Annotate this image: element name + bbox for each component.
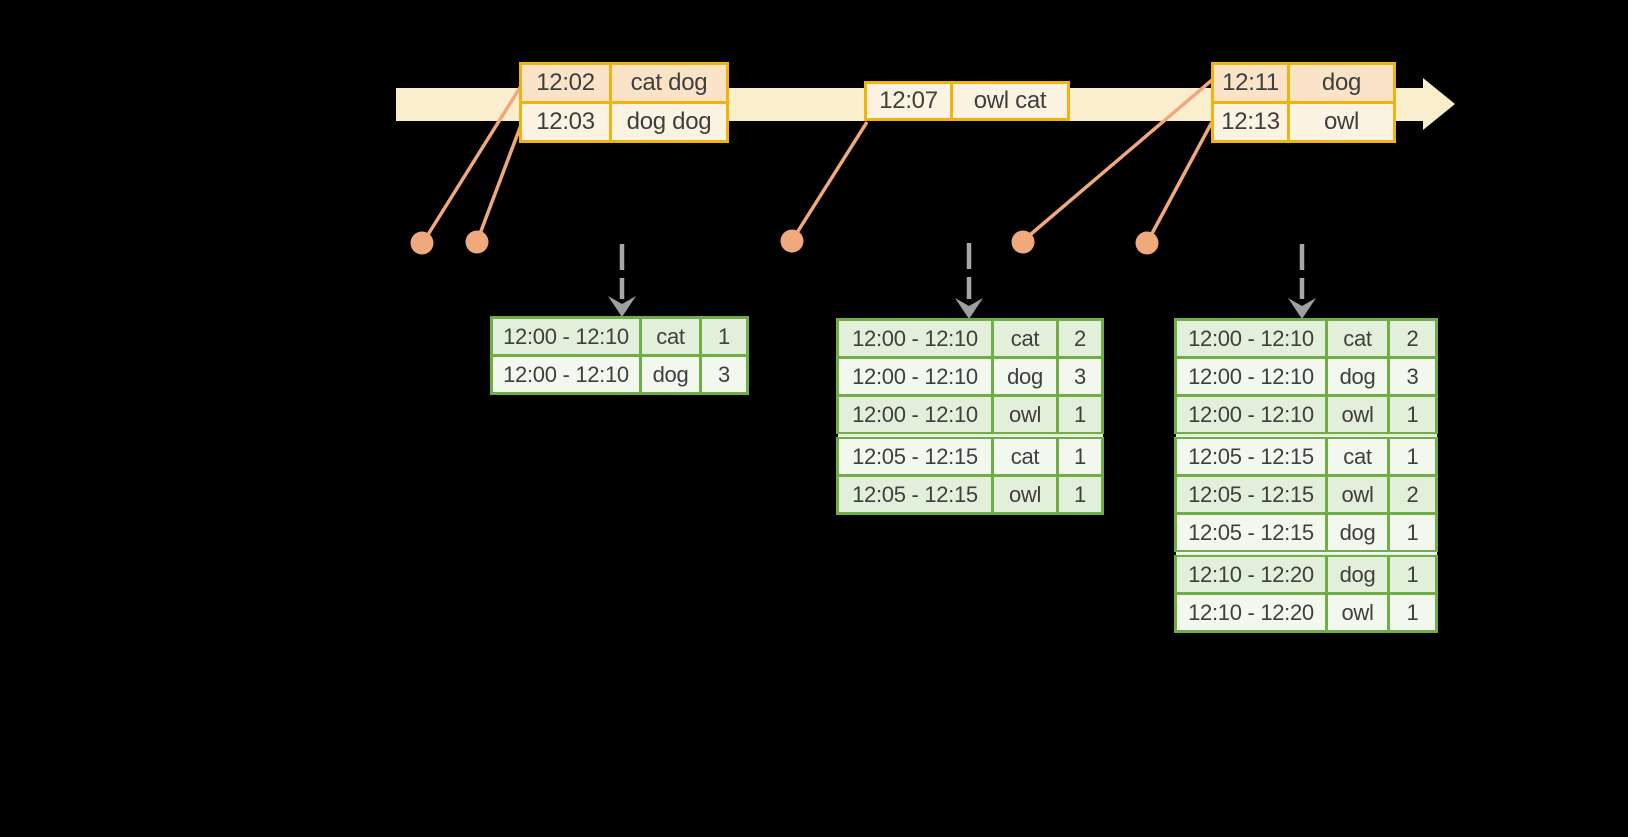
table-cell: cat bbox=[991, 318, 1059, 359]
table-cell: 12:05 - 12:15 bbox=[836, 474, 994, 515]
table-cell: 1 bbox=[699, 316, 749, 357]
timeline-arrowhead-icon bbox=[1423, 78, 1455, 130]
event-dot-icon bbox=[780, 229, 804, 253]
table-cell: 12:05 - 12:15 bbox=[1174, 432, 1328, 477]
table-cell: owl bbox=[1325, 592, 1390, 633]
trigger-arrowhead-icon bbox=[1288, 298, 1316, 319]
table-cell: cat bbox=[1325, 432, 1390, 477]
table-cell: cat bbox=[991, 432, 1059, 477]
table-cell: 3 bbox=[1387, 356, 1438, 397]
table-cell: dog bbox=[991, 356, 1059, 397]
table-cell: 12:10 - 12:20 bbox=[1174, 550, 1328, 595]
table-cell: 1 bbox=[1387, 432, 1438, 477]
table-cell: 12:11 bbox=[1211, 62, 1290, 104]
table-cell: 2 bbox=[1387, 474, 1438, 515]
table-cell: 2 bbox=[1387, 318, 1438, 359]
connector-line bbox=[422, 85, 523, 242]
table-cell: 12:00 - 12:10 bbox=[1174, 356, 1328, 397]
table-cell: 12:10 - 12:20 bbox=[1174, 592, 1328, 633]
table-cell: dog dog bbox=[609, 101, 729, 143]
table-cell: 1 bbox=[1387, 592, 1438, 633]
table-cell: 3 bbox=[1056, 356, 1104, 397]
table-cell: 12:00 - 12:10 bbox=[836, 394, 994, 437]
connector-line bbox=[476, 124, 523, 240]
event-dot-icon bbox=[1135, 231, 1159, 255]
table-cell: owl bbox=[1325, 394, 1390, 437]
table-cell: dog bbox=[1325, 512, 1390, 555]
table-cell: 1 bbox=[1387, 394, 1438, 437]
table-cell: 12:00 - 12:10 bbox=[1174, 394, 1328, 437]
table-cell: 3 bbox=[699, 354, 749, 395]
table-cell: 12:00 - 12:10 bbox=[836, 318, 994, 359]
table-cell: owl bbox=[991, 474, 1059, 515]
event-dot-icon bbox=[410, 231, 434, 255]
table-cell: cat bbox=[639, 316, 702, 357]
event-dot-icon bbox=[1011, 230, 1035, 254]
table-cell: dog bbox=[1325, 356, 1390, 397]
table-cell: 12:05 - 12:15 bbox=[1174, 474, 1328, 515]
connector-line bbox=[791, 121, 869, 240]
table-cell: cat dog bbox=[609, 62, 729, 104]
table-cell: owl bbox=[991, 394, 1059, 437]
table-cell: dog bbox=[1287, 62, 1396, 104]
table-cell: 12:13 bbox=[1211, 101, 1290, 143]
table-cell: 1 bbox=[1056, 394, 1104, 437]
table-cell: 12:00 - 12:10 bbox=[836, 356, 994, 397]
table-cell: 12:05 - 12:15 bbox=[1174, 512, 1328, 555]
trigger-arrowhead-icon bbox=[955, 298, 983, 319]
table-cell: owl bbox=[1325, 474, 1390, 515]
table-cell: owl cat bbox=[950, 81, 1070, 121]
event-dot-icon bbox=[465, 230, 489, 254]
table-cell: 1 bbox=[1056, 432, 1104, 477]
table-cell: 12:05 - 12:15 bbox=[836, 432, 994, 477]
table-cell: 12:02 bbox=[519, 62, 612, 104]
table-cell: 1 bbox=[1056, 474, 1104, 515]
table-cell: 1 bbox=[1387, 512, 1438, 555]
table-cell: owl bbox=[1287, 101, 1396, 143]
table-cell: dog bbox=[639, 354, 702, 395]
trigger-arrowhead-icon bbox=[608, 296, 636, 317]
connector-line bbox=[1022, 78, 1214, 242]
table-cell: 1 bbox=[1387, 550, 1438, 595]
table-cell: cat bbox=[1325, 318, 1390, 359]
table-cell: 12:00 - 12:10 bbox=[490, 354, 642, 395]
table-cell: 2 bbox=[1056, 318, 1104, 359]
table-cell: 12:00 - 12:10 bbox=[1174, 318, 1328, 359]
table-cell: 12:07 bbox=[864, 81, 953, 121]
table-cell: dog bbox=[1325, 550, 1390, 595]
table-cell: 12:00 - 12:10 bbox=[490, 316, 642, 357]
connector-line bbox=[1146, 121, 1214, 242]
table-cell: 12:03 bbox=[519, 101, 612, 143]
